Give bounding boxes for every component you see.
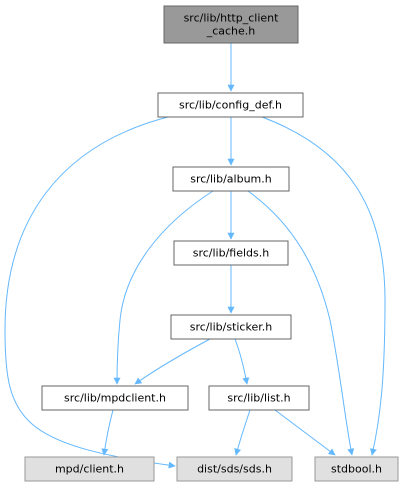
edge-list-to-stdbool [274, 409, 336, 456]
node-label: stdbool.h [331, 463, 382, 476]
node-root[interactable]: src/lib/http_client_cache.h [163, 5, 299, 44]
edge-album-to-stdbool [247, 190, 355, 456]
node-label: src/lib/list.h [227, 392, 290, 405]
node-box [157, 92, 304, 118]
node-mpd-client[interactable]: mpd/client.h [24, 456, 155, 482]
node-box [41, 385, 189, 411]
node-mpdclient[interactable]: src/lib/mpdclient.h [41, 385, 189, 411]
node-box [163, 5, 299, 44]
node-list[interactable]: src/lib/list.h [208, 385, 310, 411]
nodes-layer: src/lib/http_client_cache.h src/lib/confi… [24, 5, 399, 482]
node-box [314, 456, 399, 482]
node-box [172, 166, 290, 192]
edge-list-to-sds [234, 409, 251, 456]
node-box [170, 314, 292, 340]
edge-sticker-to-mpdclient [134, 338, 211, 385]
node-box [208, 385, 310, 411]
node-label: _cache.h [206, 25, 256, 38]
node-box [176, 456, 293, 482]
edges-layer [4, 43, 386, 469]
edge-config_def-to-stdbool [261, 116, 386, 456]
edge-mpdclient-to-mpd_client [101, 409, 114, 456]
node-config-def[interactable]: src/lib/config_def.h [157, 92, 304, 118]
edge-album-to-mpdclient [113, 190, 214, 385]
node-fields[interactable]: src/lib/fields.h [173, 240, 289, 266]
node-album[interactable]: src/lib/album.h [172, 166, 290, 192]
node-box [173, 240, 289, 266]
node-stdbool[interactable]: stdbool.h [314, 456, 399, 482]
node-label: src/lib/mpdclient.h [64, 392, 166, 405]
edge-sticker-to-list [234, 338, 250, 385]
edge-config_def-to-sds [4, 116, 176, 469]
node-label: mpd/client.h [55, 463, 124, 476]
node-label: src/lib/http_client [184, 12, 280, 25]
node-box [24, 456, 155, 482]
node-sds[interactable]: dist/sds/sds.h [176, 456, 293, 482]
node-sticker[interactable]: src/lib/sticker.h [170, 314, 292, 340]
node-label: src/lib/config_def.h [179, 99, 282, 112]
node-label: src/lib/album.h [190, 173, 272, 186]
node-label: src/lib/fields.h [193, 247, 270, 260]
node-label: dist/sds/sds.h [197, 463, 272, 476]
node-label: src/lib/sticker.h [190, 321, 272, 334]
